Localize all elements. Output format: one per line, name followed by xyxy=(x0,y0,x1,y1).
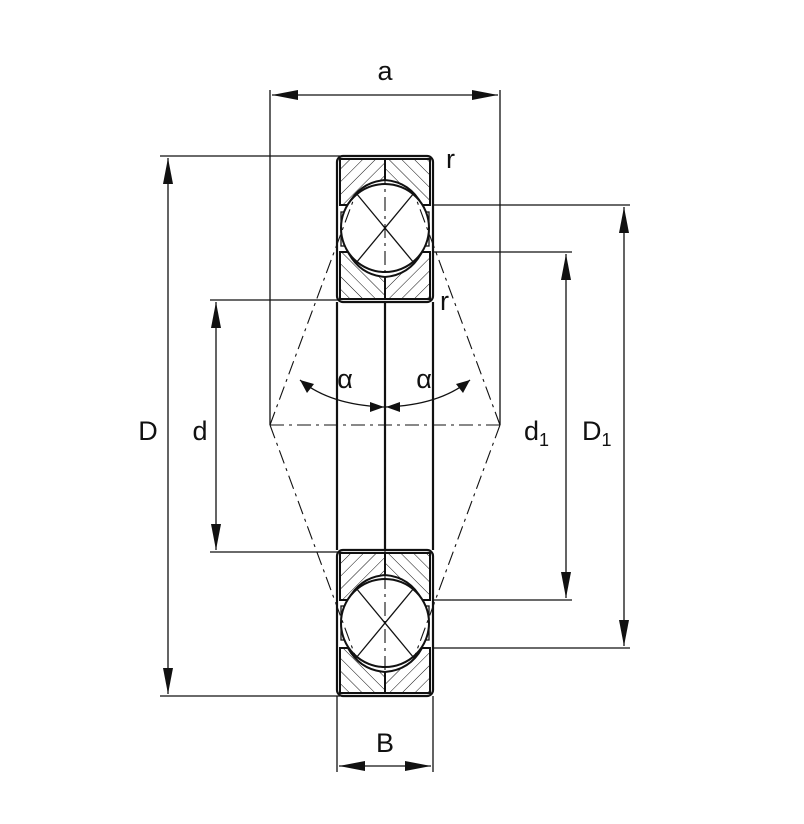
lower-section xyxy=(335,548,435,698)
label-a: a xyxy=(377,56,393,86)
label-d1-main: d xyxy=(524,416,539,446)
dimension-a xyxy=(269,90,501,425)
label-D: D xyxy=(138,416,158,446)
label-alpha-right: α xyxy=(416,364,432,394)
alpha-arcs xyxy=(299,379,471,412)
label-D1-sub: 1 xyxy=(602,430,612,450)
label-D1: D1 xyxy=(582,416,612,450)
label-d: d xyxy=(192,416,207,446)
label-alpha-left: α xyxy=(337,364,353,394)
label-d1: d1 xyxy=(524,416,549,450)
upper-outer-ring-right xyxy=(384,158,431,206)
dimension-d xyxy=(210,299,340,553)
label-r-mid: r xyxy=(440,286,449,316)
dimension-D xyxy=(160,155,340,697)
lower-inner-ring-right xyxy=(384,552,431,601)
label-r-top: r xyxy=(446,144,455,174)
dimension-D1 xyxy=(433,204,630,649)
dimension-d1 xyxy=(433,251,572,601)
label-d1-sub: 1 xyxy=(539,430,549,450)
label-D1-main: D xyxy=(582,416,602,446)
dimension-B xyxy=(336,696,434,772)
label-B: B xyxy=(376,728,394,758)
lower-outer-ring-right xyxy=(384,647,431,694)
contact-lines xyxy=(269,170,501,690)
upper-inner-ring-right xyxy=(384,251,431,300)
